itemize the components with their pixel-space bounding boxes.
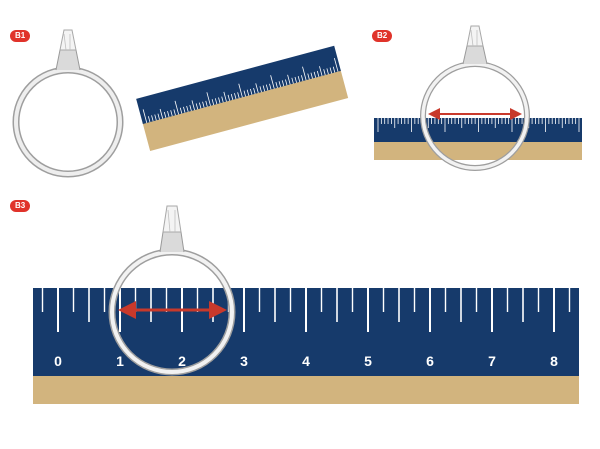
ruler-tick xyxy=(154,114,157,121)
ruler-number-0: 0 xyxy=(54,353,62,369)
b2-ruler xyxy=(374,118,582,160)
b1-ruler-ticks xyxy=(142,58,339,124)
ruler-tick xyxy=(287,74,291,85)
ruler-number-5: 5 xyxy=(364,353,372,369)
ruler-number-3: 3 xyxy=(240,353,248,369)
ruler-tick xyxy=(250,88,253,95)
ruler-tick xyxy=(323,69,326,76)
ruler-tick xyxy=(265,84,269,91)
ruler-tick xyxy=(313,71,317,78)
ruler-tick xyxy=(253,87,256,94)
ruler-tick xyxy=(195,103,199,110)
ruler-number-1: 1 xyxy=(116,353,124,369)
ruler-tick xyxy=(278,81,282,88)
ruler-tick xyxy=(329,67,333,74)
ruler-tick xyxy=(234,93,237,100)
ruler-tick xyxy=(202,101,205,108)
step-badge-b1: B1 xyxy=(10,30,31,42)
ruler-tick xyxy=(291,77,294,84)
step-badge-b3: B3 xyxy=(10,200,31,212)
ruler-tick xyxy=(223,91,227,102)
ruler-tick xyxy=(237,92,240,99)
ruler-tick xyxy=(206,92,211,106)
ruler-tick xyxy=(205,100,208,107)
ruler-tick xyxy=(281,80,285,87)
ruler-tick xyxy=(173,109,176,116)
ruler-tick xyxy=(179,107,183,114)
ruler-number-7: 7 xyxy=(488,353,496,369)
ruler-tick xyxy=(142,109,148,124)
ruler-number-4: 4 xyxy=(302,353,310,369)
ruler-tick xyxy=(310,72,313,79)
b3-ruler-numbers: 0 1 2 3 4 5 6 7 8 xyxy=(54,353,558,369)
ruler-number-6: 6 xyxy=(426,353,434,369)
ruler-tick xyxy=(167,111,170,118)
ruler-tick xyxy=(238,83,243,98)
ruler-tick xyxy=(151,115,154,122)
ruler-tick xyxy=(221,96,224,103)
ruler-tick xyxy=(170,110,173,117)
ruler-tick xyxy=(218,97,221,104)
ruler-tick xyxy=(301,75,304,82)
ruler-tick xyxy=(270,75,275,89)
ruler-tick xyxy=(332,66,336,73)
ruler-tick xyxy=(307,73,310,80)
ruler-tick xyxy=(174,100,180,115)
ruler-tick xyxy=(333,58,339,72)
b3-ring xyxy=(108,205,236,376)
ruler-tick xyxy=(269,83,272,90)
ruler-tick xyxy=(183,106,186,113)
ruler-tick xyxy=(302,66,307,81)
ruler-tick xyxy=(262,85,266,92)
ruler-tick xyxy=(285,79,288,86)
ruler-tick xyxy=(191,100,195,111)
ruler-tick xyxy=(214,98,218,105)
ruler-tick xyxy=(243,90,246,97)
ruler-tick xyxy=(148,116,151,123)
ruler-number-8: 8 xyxy=(550,353,558,369)
b3-ruler: 0 1 2 3 4 5 6 7 8 xyxy=(33,288,579,404)
ruler-tick xyxy=(199,102,202,109)
ruler-number-2: 2 xyxy=(178,353,186,369)
b1-ring xyxy=(12,29,124,178)
b2-ring xyxy=(420,25,530,171)
ruler-tick xyxy=(319,66,323,77)
b1-tilted-ruler xyxy=(136,45,349,151)
ruler-tick xyxy=(159,108,164,119)
ruler-tick xyxy=(255,83,259,94)
ruler-tick xyxy=(211,99,215,106)
ruler-tick xyxy=(259,86,262,93)
ruler-tick xyxy=(227,94,231,101)
ruler-tick xyxy=(157,113,160,120)
ruler-tick xyxy=(316,70,320,77)
ruler-tick xyxy=(275,81,278,89)
ruler-tick xyxy=(294,76,297,83)
ruler-tick xyxy=(163,111,167,118)
ruler-tick xyxy=(297,76,301,83)
ruler-tick xyxy=(326,68,329,75)
ruler-tick xyxy=(246,89,250,96)
ruler-tick xyxy=(230,93,234,100)
ruler-tick xyxy=(186,105,189,112)
step-badge-b2: B2 xyxy=(372,30,393,42)
ruler-tick xyxy=(189,105,192,112)
